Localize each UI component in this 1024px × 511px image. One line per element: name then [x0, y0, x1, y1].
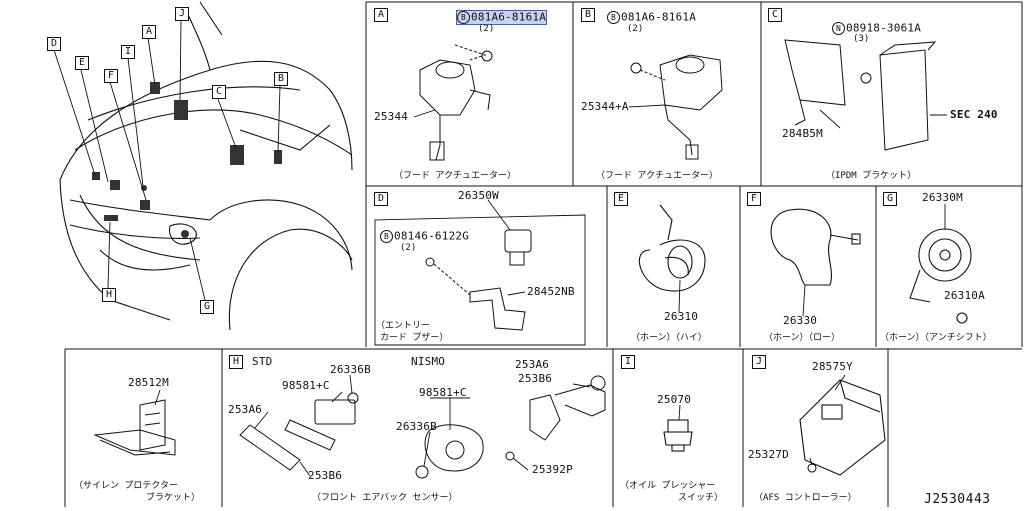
- siren-bracket-part[interactable]: 28512M: [128, 376, 169, 389]
- section-c-sec-ref[interactable]: SEC 240: [950, 108, 998, 121]
- horn-antishift-drawing: [909, 228, 972, 324]
- section-j-label: J: [752, 355, 766, 369]
- section-h-label: H: [229, 355, 243, 369]
- section-i-label: I: [621, 355, 635, 369]
- section-a-label: A: [374, 8, 388, 22]
- section-c-label: C: [768, 8, 782, 22]
- section-d-caption-line2: カード ブザー）: [380, 333, 449, 343]
- front-airbag-sensor-drawing: [239, 375, 606, 479]
- siren-protector-bracket-drawing: [93, 399, 176, 456]
- section-a-part[interactable]: 25344: [374, 110, 409, 123]
- ipdm-bracket-drawing: [784, 39, 937, 151]
- section-h-std-part-98581c[interactable]: 98581+C: [282, 379, 330, 392]
- siren-caption-line2: ブラケット）: [146, 493, 201, 503]
- section-h-nismo-part-25392p[interactable]: 25392P: [532, 463, 573, 476]
- marker-a[interactable]: A: [142, 25, 156, 39]
- section-c-bracket-part[interactable]: 284B5M: [782, 127, 823, 140]
- section-c-nut-qty: (3): [853, 34, 870, 44]
- section-b-caption: （フード アクチュエーター）: [596, 171, 718, 181]
- section-g-caption: （ホーン）（アンチシフト）: [880, 333, 992, 343]
- section-f-label: F: [747, 192, 761, 206]
- section-d-bolt-qty: (2): [400, 243, 417, 253]
- marker-c[interactable]: C: [212, 85, 226, 99]
- marker-b[interactable]: B: [274, 72, 288, 86]
- section-a-caption: （フード アクチュエーター）: [394, 171, 516, 181]
- section-d-caption-line1: （エントリー: [376, 321, 431, 331]
- car-outline: [59, 1, 353, 331]
- siren-caption-line1: （サイレン プロテクター: [74, 481, 179, 491]
- section-b-part[interactable]: 25344+A: [581, 100, 629, 113]
- section-h-std-part-26336b[interactable]: 26336B: [330, 363, 371, 376]
- marker-j[interactable]: J: [175, 7, 189, 21]
- section-h-nismo-label: NISMO: [411, 355, 446, 368]
- section-b-bolt-qty: (2): [627, 24, 644, 34]
- section-g-label: G: [883, 192, 897, 206]
- section-f-caption: （ホーン）（ロー）: [764, 333, 841, 343]
- section-j-caption: （AFS コントローラー）: [754, 493, 857, 503]
- section-d-label: D: [374, 192, 388, 206]
- marker-h[interactable]: H: [102, 288, 116, 302]
- section-c-caption: （IPDM ブラケット）: [826, 171, 917, 181]
- section-h-std-label: STD: [252, 355, 273, 368]
- section-g-bracket-part[interactable]: 26310A: [944, 289, 985, 302]
- section-b-bolt-number: 081A6-8161A: [621, 10, 697, 24]
- section-i-part[interactable]: 25070: [657, 393, 692, 406]
- section-h-std-part-253a6[interactable]: 253A6: [228, 403, 263, 416]
- section-g-horn-part[interactable]: 26330M: [922, 191, 963, 204]
- bolt-symbol-icon: B: [380, 230, 393, 243]
- nut-symbol-icon: N: [832, 22, 845, 35]
- section-j-bolt-part[interactable]: 25327D: [748, 448, 789, 461]
- section-f-part[interactable]: 26330: [783, 314, 818, 327]
- marker-d[interactable]: D: [47, 37, 61, 51]
- section-j-controller-part[interactable]: 28575Y: [812, 360, 853, 373]
- section-h-nismo-part-98581c[interactable]: 98581+C: [419, 386, 467, 399]
- marker-e[interactable]: E: [75, 56, 89, 70]
- section-c-nut-number: 08918-3061A: [846, 21, 922, 35]
- section-h-nismo-part-253b6[interactable]: 253B6: [518, 372, 553, 385]
- section-b-label: B: [581, 8, 595, 22]
- section-e-caption: （ホーン）（ハイ）: [631, 333, 707, 343]
- entry-card-buzzer-drawing: [374, 214, 586, 346]
- hood-actuator-a-drawing: [419, 44, 493, 161]
- section-h-nismo-part-253a6[interactable]: 253A6: [515, 358, 550, 371]
- section-a-bolt-qty: (2): [478, 24, 495, 34]
- car-component-markers: [92, 82, 282, 238]
- bolt-symbol-icon: B: [607, 11, 620, 24]
- diagram-code: J2530443: [924, 492, 991, 507]
- section-i-caption-line2: スイッチ）: [678, 493, 724, 503]
- section-d-bolt-number: 08146-6122G: [394, 229, 470, 243]
- section-h-caption: （フロント エアバック センサー）: [312, 493, 458, 503]
- marker-f[interactable]: F: [104, 69, 118, 83]
- section-d-bracket-part[interactable]: 28452NB: [527, 285, 575, 298]
- section-e-part[interactable]: 26310: [664, 310, 699, 323]
- horn-low-drawing: [770, 208, 861, 286]
- section-i-caption-line1: （オイル プレッシャー: [620, 481, 716, 491]
- section-d-buzzer-part[interactable]: 26350W: [458, 189, 499, 202]
- section-h-nismo-part-26336b[interactable]: 26336B: [396, 420, 437, 433]
- section-a-bolt-number: 081A6-8161A: [471, 10, 547, 24]
- section-e-label: E: [614, 192, 628, 206]
- afs-controller-drawing: [799, 379, 886, 476]
- oil-pressure-switch-drawing: [663, 419, 693, 452]
- part-leader-lines: [154, 104, 947, 477]
- marker-i[interactable]: I: [121, 45, 135, 59]
- hood-actuator-b-drawing: [630, 54, 723, 160]
- bolt-symbol-icon: B: [457, 11, 470, 24]
- marker-g[interactable]: G: [200, 300, 214, 314]
- horn-high-drawing: [638, 204, 706, 292]
- car-leader-lines: [53, 19, 281, 301]
- section-h-std-part-253b6[interactable]: 253B6: [308, 469, 343, 482]
